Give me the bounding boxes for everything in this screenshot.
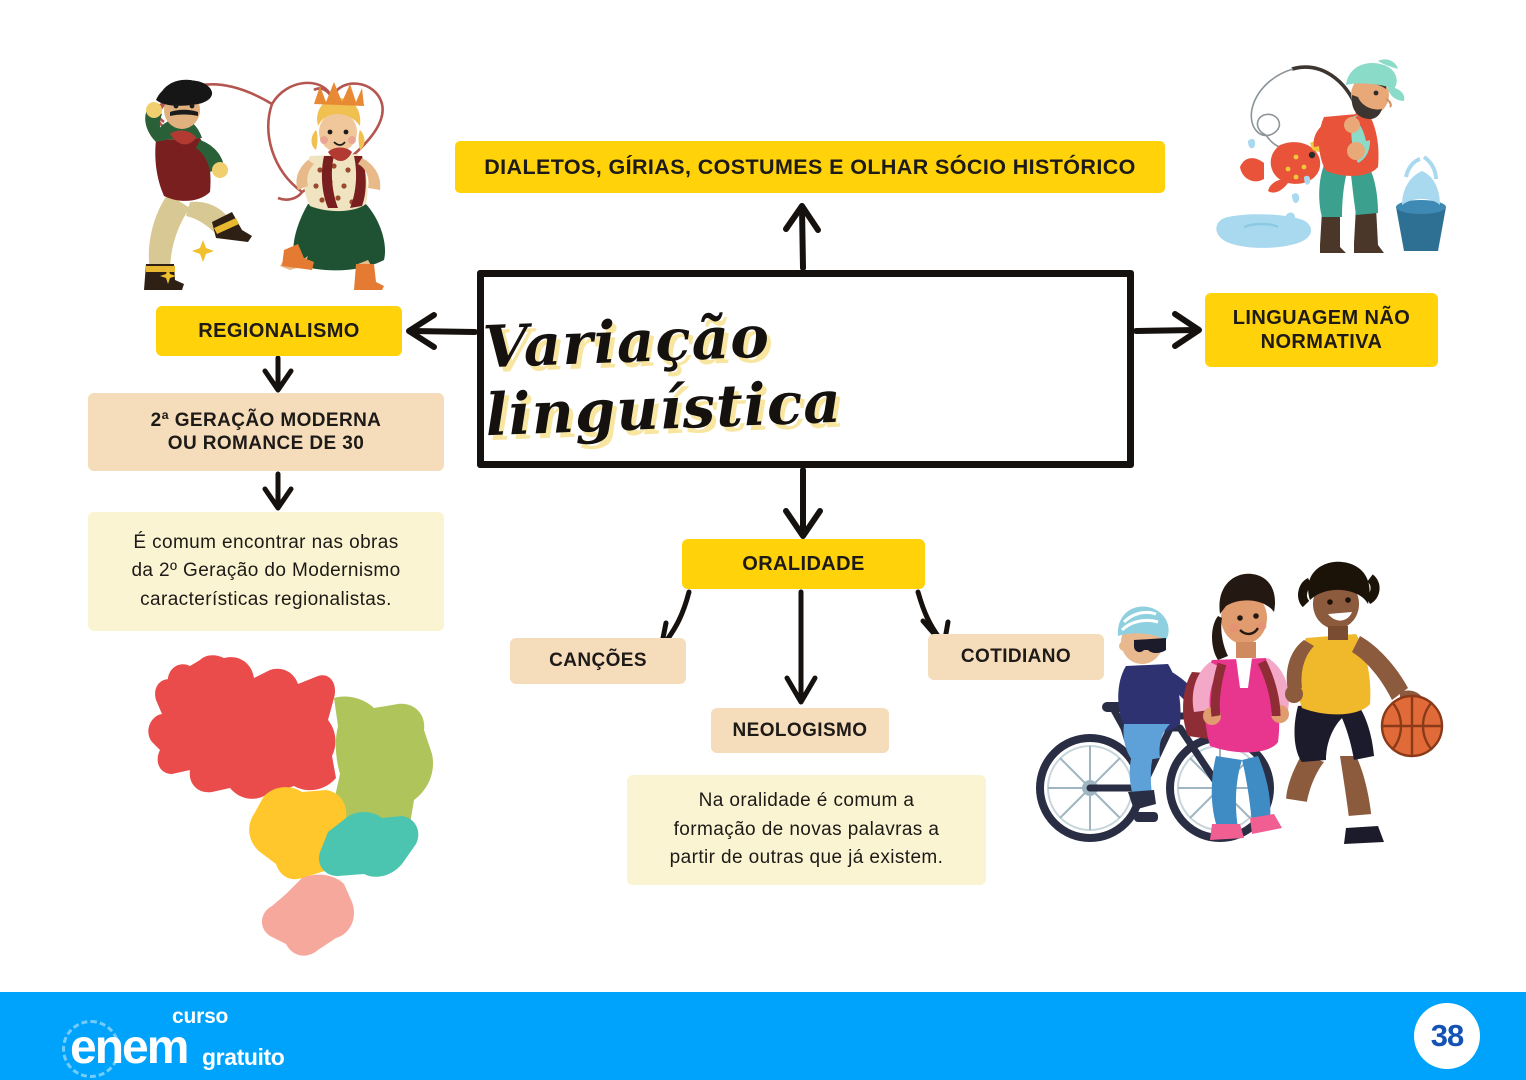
logo-curso-text: curso	[172, 1005, 229, 1028]
young-people-illustration	[1036, 561, 1444, 844]
node-geracao-moderna[interactable]: 2ª GERAÇÃO MODERNA OU ROMANCE DE 30	[88, 393, 444, 471]
festa-junina-dancing-couple-illustration	[144, 79, 386, 290]
node-oralidade[interactable]: ORALIDADE	[682, 539, 925, 589]
logo-gratuito-text: gratuito	[202, 1044, 285, 1070]
arrow-center-to-dialetos	[783, 203, 821, 271]
node-linguagem-nao-normativa[interactable]: LINGUAGEM NÃO NORMATIVA	[1205, 293, 1438, 367]
node-regionalismo[interactable]: REGIONALISMO	[156, 306, 402, 356]
node-oralidade-nota-line3: partir de outras que já existem.	[669, 847, 944, 869]
node-cancoes[interactable]: CANÇÕES	[510, 638, 686, 684]
arrow-geracao-to-nota	[262, 471, 294, 511]
node-regionalistas-line1: É comum encontrar nas obras	[133, 531, 399, 553]
fisherman-illustration	[1216, 59, 1446, 253]
node-oralidade-nota-line2: formação de novas palavras a	[673, 818, 940, 840]
arrow-center-to-oralidade	[783, 467, 823, 539]
node-neologismo[interactable]: NEOLOGISMO	[711, 708, 889, 753]
node-regionalistas-nota[interactable]: É comum encontrar nas obras da 2º Geraçã…	[88, 512, 444, 631]
arrow-regionalismo-to-geracao	[262, 355, 294, 393]
node-geracao-line1: 2ª GERAÇÃO MODERNA	[150, 409, 382, 431]
brazil-regions-map-illustration	[148, 655, 434, 956]
arrow-oralidade-to-neologismo	[784, 589, 818, 705]
footer-bar: curso enem gratuito 38	[0, 992, 1526, 1080]
logo-ring-icon	[62, 1020, 120, 1078]
node-regionalistas-line2: da 2º Geração do Modernismo	[131, 560, 401, 582]
node-cotidiano[interactable]: COTIDIANO	[928, 634, 1104, 680]
center-node-title: Variação linguística	[481, 302, 843, 450]
arrow-center-to-linguagem	[1133, 311, 1202, 349]
node-oralidade-nota[interactable]: Na oralidade é comum a formação de novas…	[627, 775, 986, 885]
arrow-center-to-regionalismo	[406, 312, 478, 350]
node-dialetos-girias[interactable]: DIALETOS, GÍRIAS, COSTUMES E OLHAR SÓCIO…	[455, 141, 1165, 193]
node-geracao-line2: OU ROMANCE DE 30	[167, 433, 365, 454]
page-number-badge: 38	[1414, 1003, 1480, 1069]
curso-enem-gratuito-logo[interactable]: curso enem gratuito	[62, 1005, 362, 1078]
center-node-box[interactable]: Variação linguística	[477, 270, 1134, 468]
node-regionalistas-line3: características regionalistas.	[140, 588, 392, 610]
node-oralidade-nota-line1: Na oralidade é comum a	[698, 789, 915, 811]
logo-enem-text: enem	[70, 1021, 189, 1074]
